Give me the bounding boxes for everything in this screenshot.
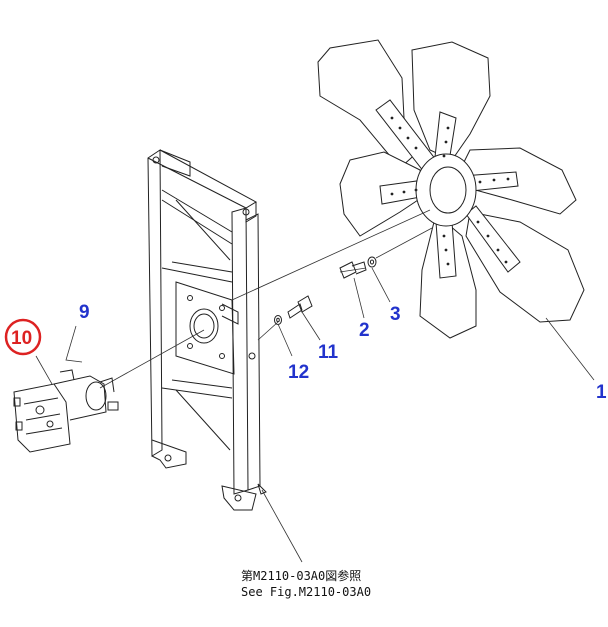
fan-blade: [411, 41, 491, 161]
part-labels: 1 2 3 9 10 11 12: [4, 302, 607, 403]
arm-holes: [390, 116, 510, 266]
bolt-part-11: [287, 295, 313, 319]
note-line-english: See Fig.M2110-03A0: [241, 585, 371, 599]
fan-assembly: [317, 39, 585, 339]
part-label-9: 9: [79, 302, 90, 323]
highlight-circle: [4, 318, 42, 356]
fan-blade: [317, 39, 421, 169]
mounting-frame: [147, 149, 261, 511]
part-label-2: 2: [359, 320, 370, 341]
part-label-11: 11: [318, 342, 339, 363]
part-label-10: 10: [11, 328, 32, 349]
reference-note: 第M2110-03A0図参照 See Fig.M2110-03A0: [241, 568, 371, 599]
assembly-lines: [35, 209, 595, 563]
bolt-part-2: [339, 261, 367, 279]
part-label-3: 3: [390, 304, 401, 325]
hub-arm: [465, 205, 521, 273]
part-label-1: 1: [596, 382, 607, 403]
washer-part-12: [274, 315, 282, 325]
hydraulic-motor: [13, 369, 119, 453]
fan-hub: [415, 153, 477, 227]
washer-part-3: [367, 256, 377, 268]
note-line-japanese: 第M2110-03A0図参照: [241, 568, 361, 583]
part-label-12: 12: [288, 362, 309, 383]
